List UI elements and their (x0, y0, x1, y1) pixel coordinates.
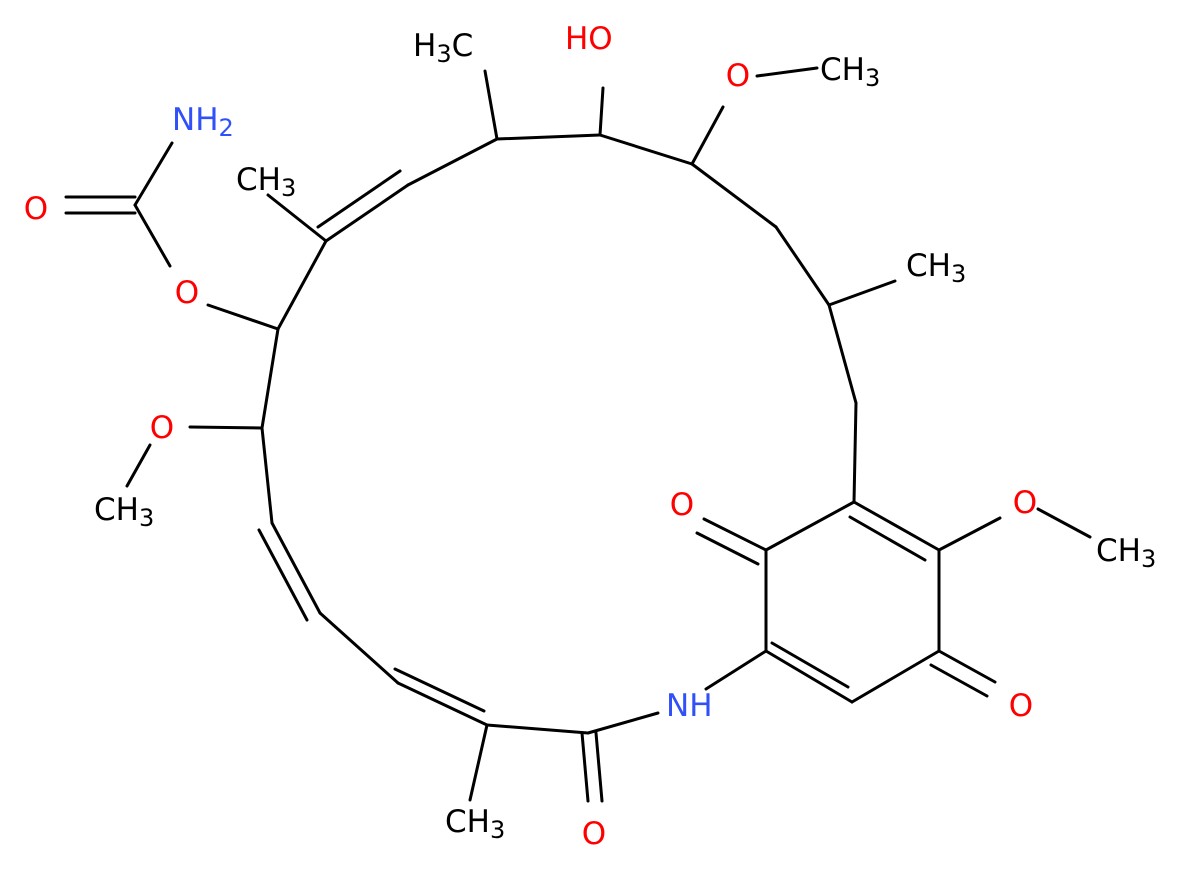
bond (690, 105, 725, 166)
bond (598, 86, 605, 137)
bond (396, 681, 489, 727)
bond (770, 641, 850, 689)
oxygen-label: O (1009, 688, 1033, 724)
bond (937, 516, 1002, 552)
bond (774, 225, 831, 307)
bond (580, 731, 590, 803)
bond (702, 517, 768, 552)
bond (406, 137, 499, 187)
bond (764, 500, 856, 552)
bond (318, 611, 400, 685)
bond (260, 327, 280, 430)
bond (316, 169, 402, 229)
bond (485, 723, 590, 735)
bond (266, 193, 328, 243)
bond (704, 649, 768, 691)
bond (495, 133, 602, 141)
bond (937, 649, 997, 684)
oxygen-label: O (1013, 485, 1037, 521)
bond (850, 649, 941, 704)
methyl-label: CH3 (236, 162, 296, 202)
bond (695, 531, 760, 566)
bond (393, 667, 486, 713)
oxygen-label: O (175, 275, 199, 311)
bond (586, 711, 660, 735)
bond (755, 66, 819, 78)
bond (324, 183, 410, 243)
bond (852, 401, 858, 504)
bond (1036, 507, 1092, 539)
oxygen-label: O (150, 410, 174, 446)
bond (260, 426, 274, 525)
bond (929, 663, 989, 698)
bond (270, 521, 322, 615)
bond (598, 133, 694, 166)
bond (257, 528, 309, 622)
bond (276, 239, 328, 331)
bond (133, 203, 172, 268)
methyl-label: CH3 (445, 804, 505, 844)
methyl-label: CH3 (1096, 533, 1156, 573)
bond (690, 162, 778, 229)
methyl-label: H3C (413, 28, 473, 68)
oxygen-label: O (582, 816, 606, 852)
bond (206, 303, 280, 331)
methyl-label: CH3 (820, 52, 880, 92)
bond (827, 279, 897, 307)
bond (483, 69, 499, 141)
oxygen-label: O (24, 191, 48, 227)
oxygen-label: O (670, 487, 694, 523)
bond (125, 443, 152, 488)
bond (468, 723, 489, 802)
methyl-label: CH3 (906, 248, 966, 288)
nh2-label: NH2 (172, 102, 234, 142)
amine-label: NH (666, 688, 713, 724)
hydroxyl-label: HO (565, 21, 613, 57)
bond (827, 303, 858, 405)
bond (848, 515, 927, 562)
bond (764, 649, 854, 704)
bond (594, 731, 604, 803)
oxygen-label: O (726, 58, 750, 94)
bond (188, 425, 264, 430)
bond (852, 500, 941, 552)
bond (133, 141, 174, 207)
methyl-label: CH3 (94, 492, 154, 532)
bond-layer (64, 66, 1092, 803)
